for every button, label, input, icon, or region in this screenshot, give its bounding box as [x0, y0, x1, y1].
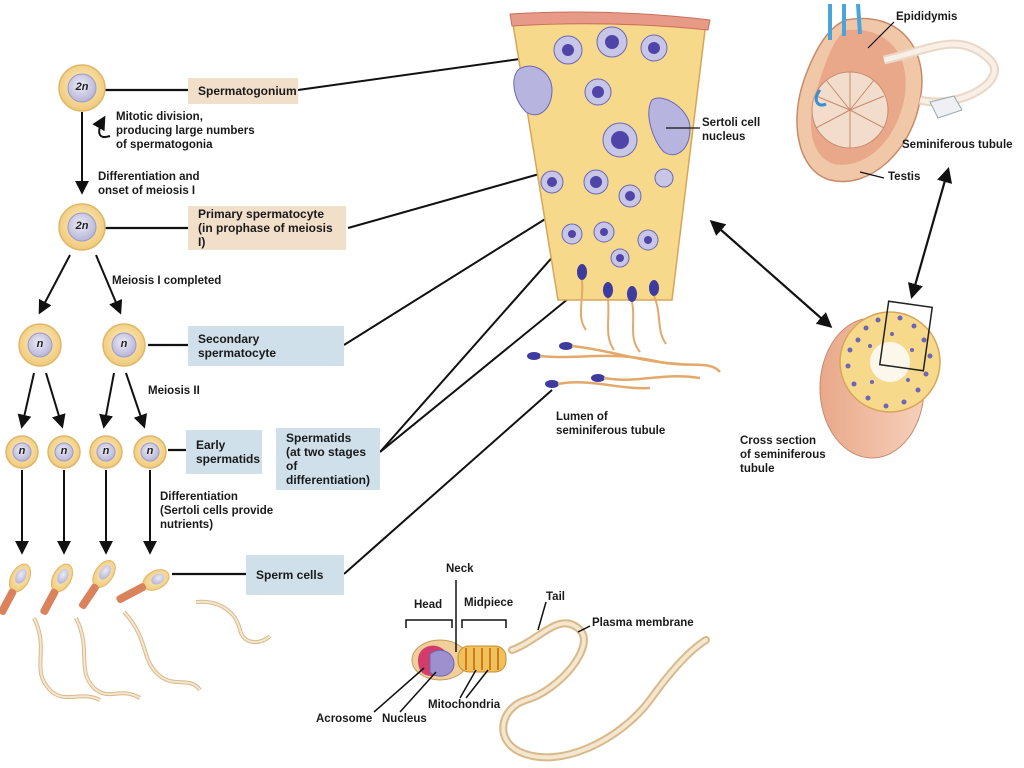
cross-section-label: Cross section of seminiferous tubule	[740, 435, 826, 475]
mitotic-division-label: Mitotic division, producing large number…	[116, 111, 255, 151]
spermatid-3-ploidy: n	[102, 445, 110, 457]
cross-section-illustration	[819, 300, 941, 459]
spermatid-2-ploidy: n	[60, 445, 68, 457]
cell-box-connectors	[104, 88, 246, 576]
neck-label: Neck	[446, 563, 474, 575]
tail-label: Tail	[546, 591, 565, 603]
secondary-left-ploidy: n	[36, 338, 44, 350]
differentiation-sertoli-label: Differentiation (Sertoli cells provide n…	[160, 491, 274, 531]
sperm-detail-brackets	[373, 580, 591, 713]
acrosome-label: Acrosome	[316, 713, 373, 725]
mitochondria-label: Mitochondria	[428, 699, 501, 711]
secondary-right-ploidy: n	[120, 338, 128, 350]
early-spermatids-label: Early spermatids	[186, 430, 262, 474]
testis-label: Testis	[888, 171, 921, 183]
spermatid-1-ploidy: n	[18, 445, 26, 457]
sertoli-nucleus-label: Sertoli cell nucleus	[702, 117, 761, 143]
spermatid-4-ploidy: n	[146, 445, 154, 457]
primary-ploidy: 2n	[75, 220, 89, 232]
primary-spermatocyte-cell	[58, 203, 106, 251]
double-arrows	[709, 167, 953, 329]
sperm-detail	[411, 619, 710, 762]
spermatids-stages-label: Spermatids (at two stages of differentia…	[276, 428, 380, 490]
secondary-spermatocyte-cells	[18, 323, 146, 367]
seminiferous-tissue-wedge	[509, 11, 721, 390]
nucleus-label: Nucleus	[382, 713, 427, 725]
pointer-lines	[666, 21, 895, 179]
spermatogonium-cell	[58, 64, 106, 112]
primary-spermatocyte-label: Primary spermatocyte (in prophase of mei…	[188, 206, 346, 250]
head-label: Head	[414, 599, 443, 611]
testis-illustration	[796, 3, 999, 183]
spermatogonium-label: Spermatogonium	[188, 78, 298, 104]
meiosis-ii-label: Meiosis II	[148, 385, 200, 397]
spermatogonium-ploidy: 2n	[75, 81, 89, 93]
sperm-cells-label: Sperm cells	[246, 555, 344, 595]
lineage-arrows	[15, 112, 157, 555]
differentiation-meiosis-label: Differentiation and onset of meiosis I	[98, 171, 200, 197]
early-spermatid-cells	[5, 435, 167, 469]
plasma-membrane-label: Plasma membrane	[592, 617, 694, 629]
seminiferous-tubule-label: Seminiferous tubule	[902, 139, 1013, 151]
epididymis-label: Epididymis	[896, 11, 958, 23]
secondary-spermatocyte-label: Secondary spermatocyte	[188, 326, 344, 366]
meiosis-i-label: Meiosis I completed	[112, 275, 222, 287]
left-sperm-cells	[0, 560, 272, 702]
lumen-label: Lumen of seminiferous tubule	[556, 411, 666, 437]
midpiece-label: Midpiece	[464, 597, 514, 609]
box-to-tissue-lines	[297, 54, 597, 575]
